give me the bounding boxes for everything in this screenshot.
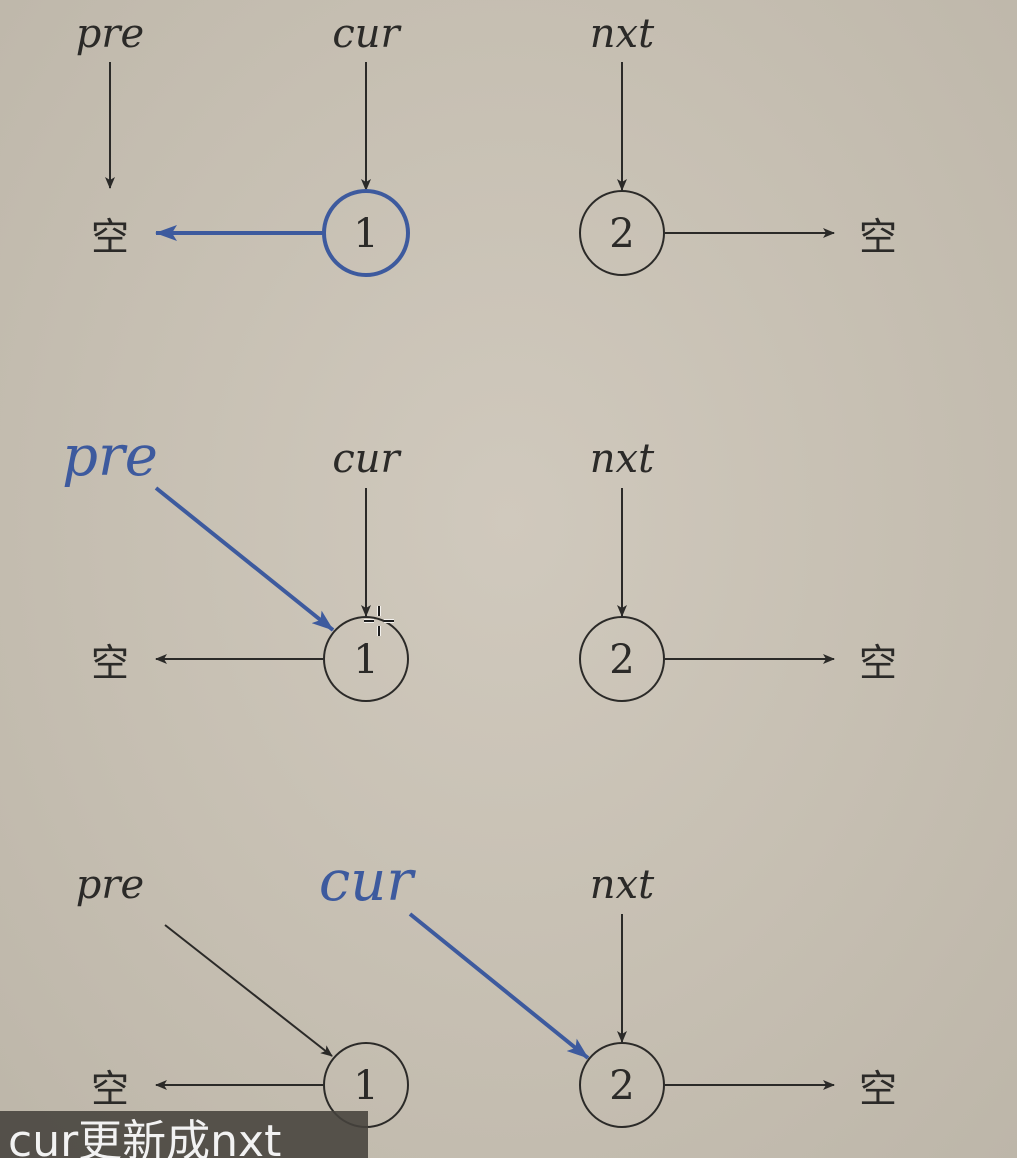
node-2-value: 2: [609, 637, 634, 683]
node-2: [579, 190, 665, 276]
crosshair-cursor-icon: [364, 606, 394, 636]
frame-1: pre cur nxt 空 1 2 空: [76, 11, 897, 277]
node-2-value: 2: [609, 1063, 634, 1109]
null-left: 空: [91, 641, 129, 685]
cur-label: cur: [332, 11, 402, 57]
node-1-value: 1: [353, 637, 378, 683]
pre-label: pre: [76, 862, 144, 908]
node-1: [322, 189, 410, 277]
pre-pointer-arrow: [154, 486, 335, 632]
subtitle-caption: cur更新成nxt: [0, 1111, 368, 1158]
node-2-value: 2: [609, 211, 634, 257]
nxt-label: nxt: [590, 862, 655, 908]
cur-label-highlighted: cur: [319, 849, 416, 914]
node-2: [579, 1042, 665, 1128]
null-right: 空: [859, 641, 897, 685]
nxt-label: nxt: [590, 436, 655, 482]
pre-label-highlighted: pre: [62, 424, 158, 489]
node-1-value: 1: [353, 211, 378, 257]
null-right: 空: [859, 1067, 897, 1111]
nxt-label: nxt: [590, 11, 655, 57]
null-left: 空: [91, 1067, 129, 1111]
frame-2: pre cur nxt 空 1 2 空: [62, 424, 897, 702]
pre-label: pre: [76, 11, 144, 57]
subtitle-caption-text: cur更新成nxt: [8, 1116, 282, 1158]
node-1: [323, 616, 409, 702]
null-left: 空: [91, 215, 129, 259]
cur-label: cur: [332, 436, 402, 482]
frame-3: pre cur nxt 空 1 2 空: [76, 849, 897, 1128]
node-2: [579, 616, 665, 702]
node-1-value: 1: [353, 1063, 378, 1109]
null-right: 空: [859, 215, 897, 259]
cur-pointer-arrow: [408, 912, 590, 1060]
pre-pointer-arrow: [164, 924, 333, 1057]
